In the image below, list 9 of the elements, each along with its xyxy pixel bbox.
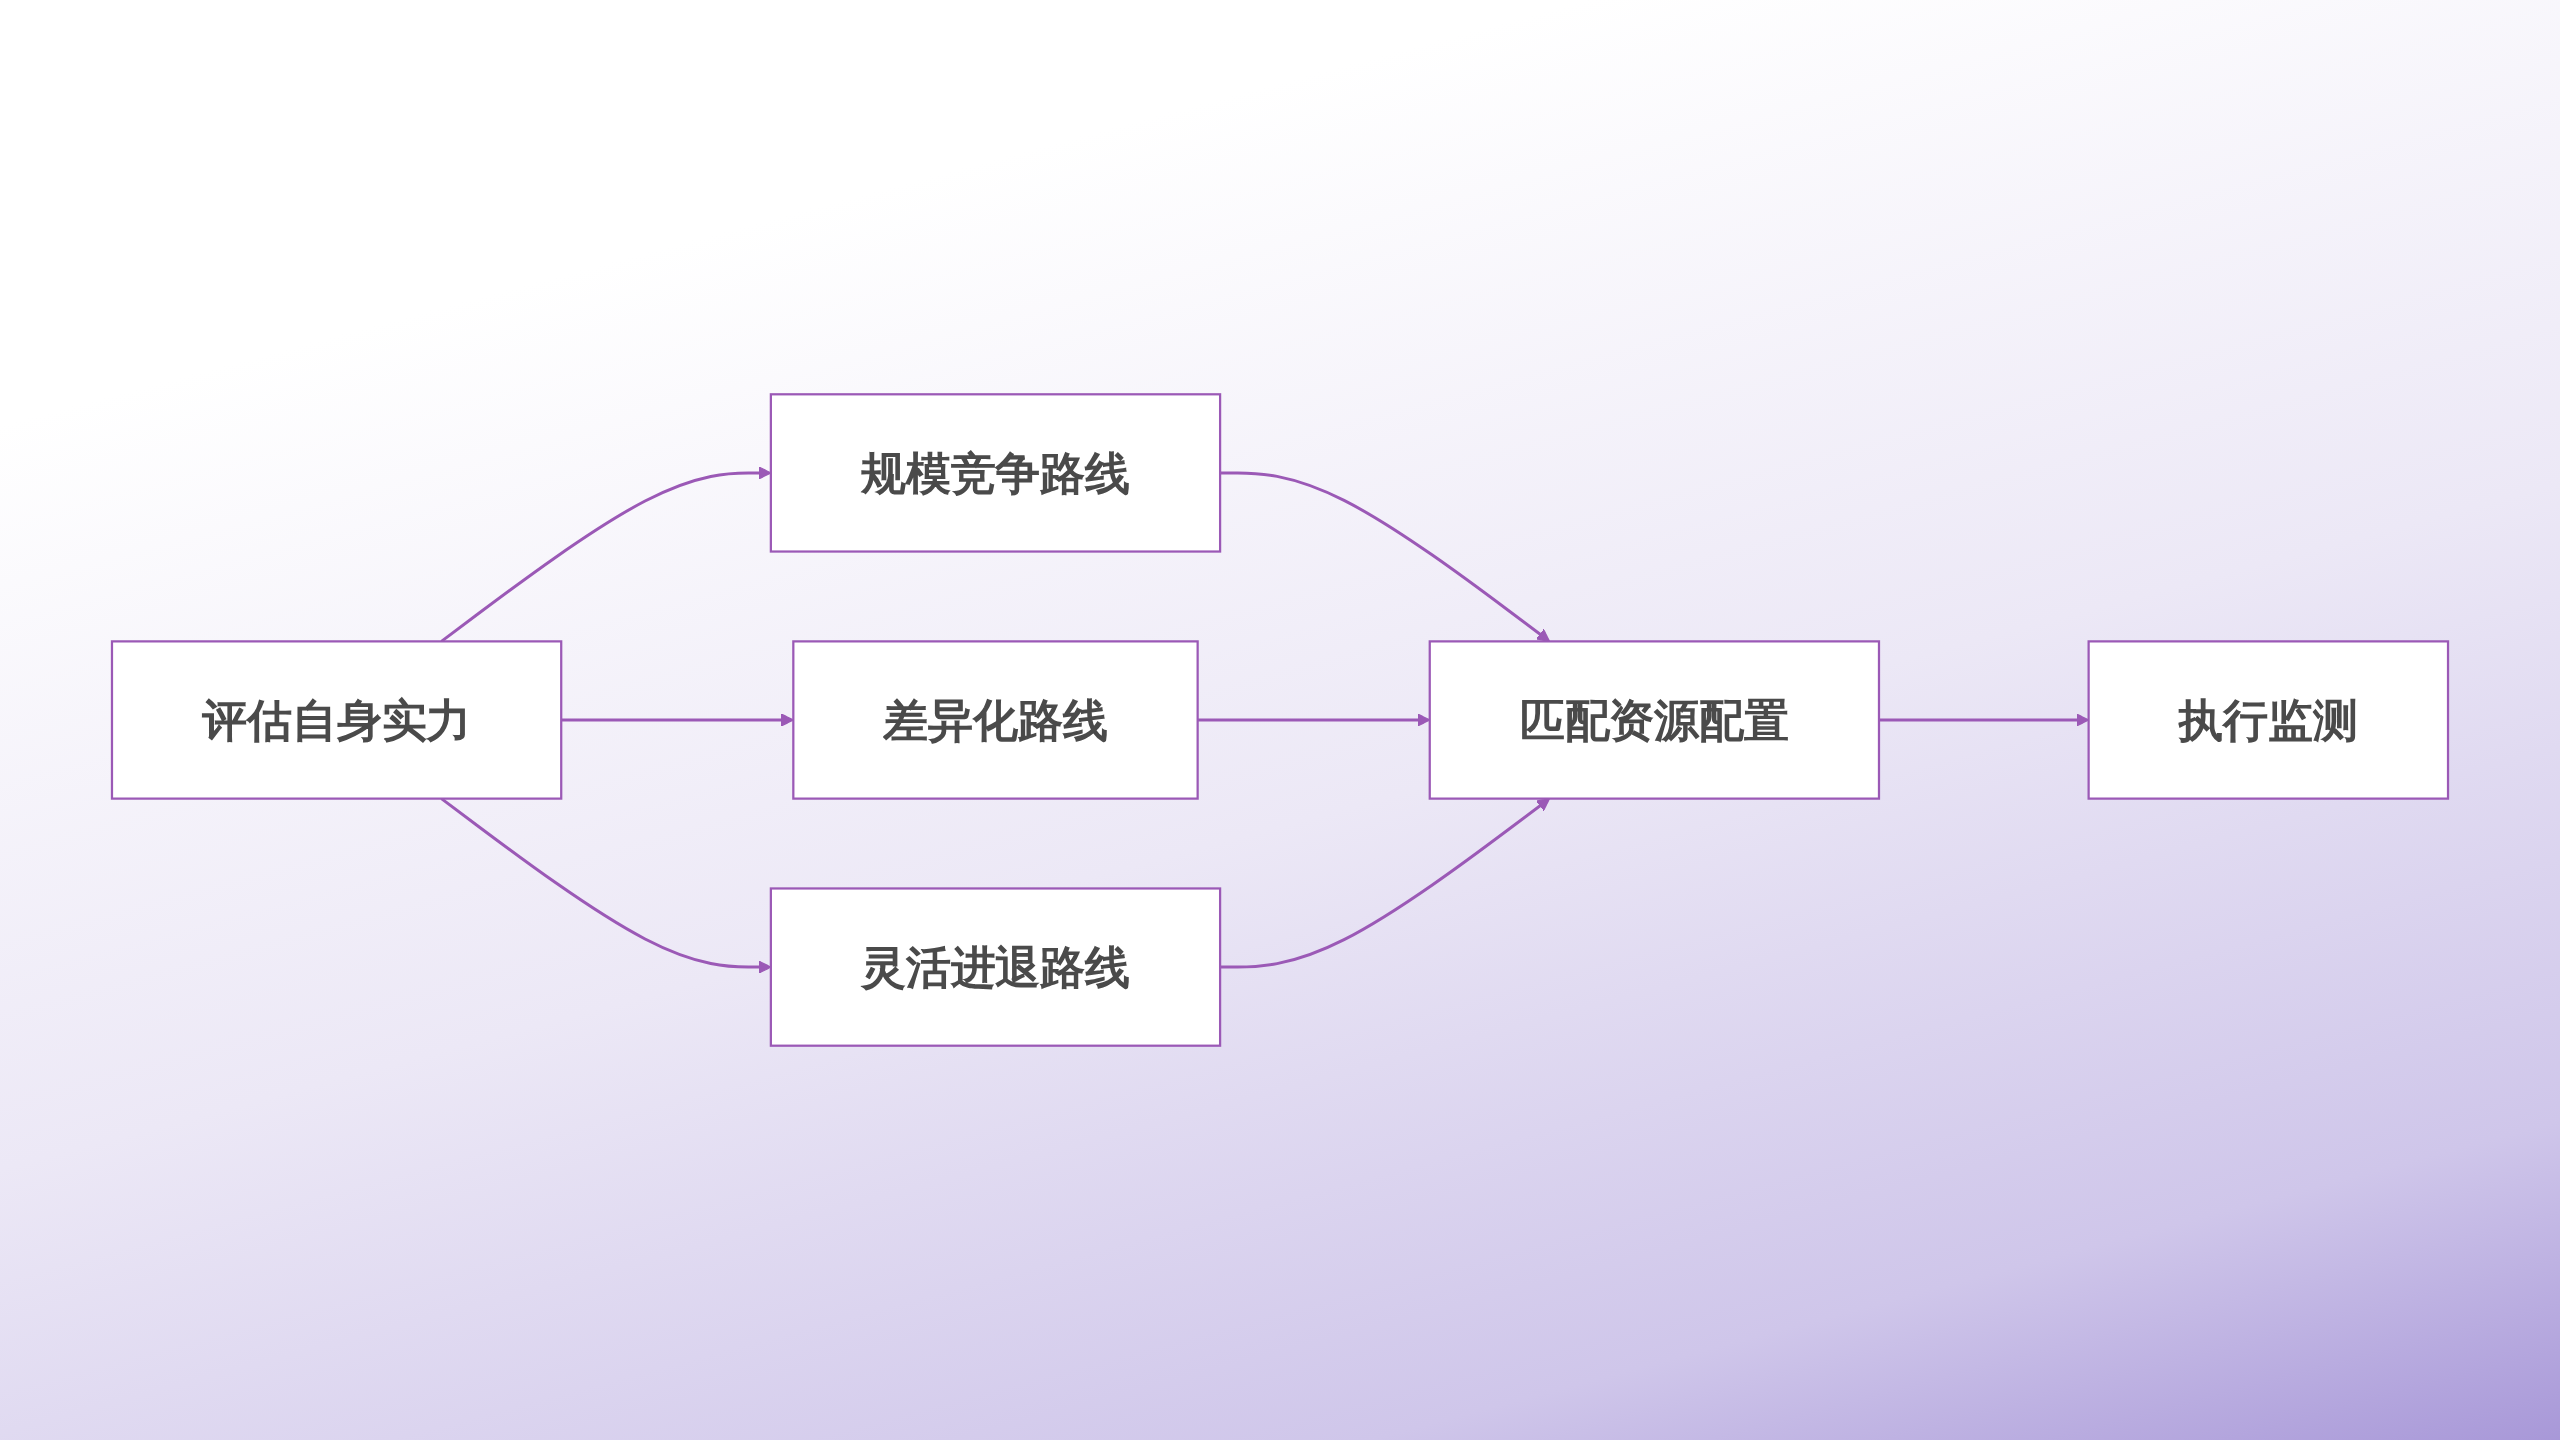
- arrow: [1220, 471, 1551, 642]
- node-box: 评估自身实力: [110, 640, 563, 800]
- node-box: 规模竞争路线: [769, 393, 1222, 553]
- arrow: [561, 713, 794, 727]
- node-box: 灵活进退路线: [769, 887, 1222, 1047]
- node-box: 执行监测: [2087, 640, 2450, 800]
- node-box: 差异化路线: [792, 640, 1199, 800]
- node-box: 匹配资源配置: [1428, 640, 1881, 800]
- arrow: [1220, 798, 1551, 969]
